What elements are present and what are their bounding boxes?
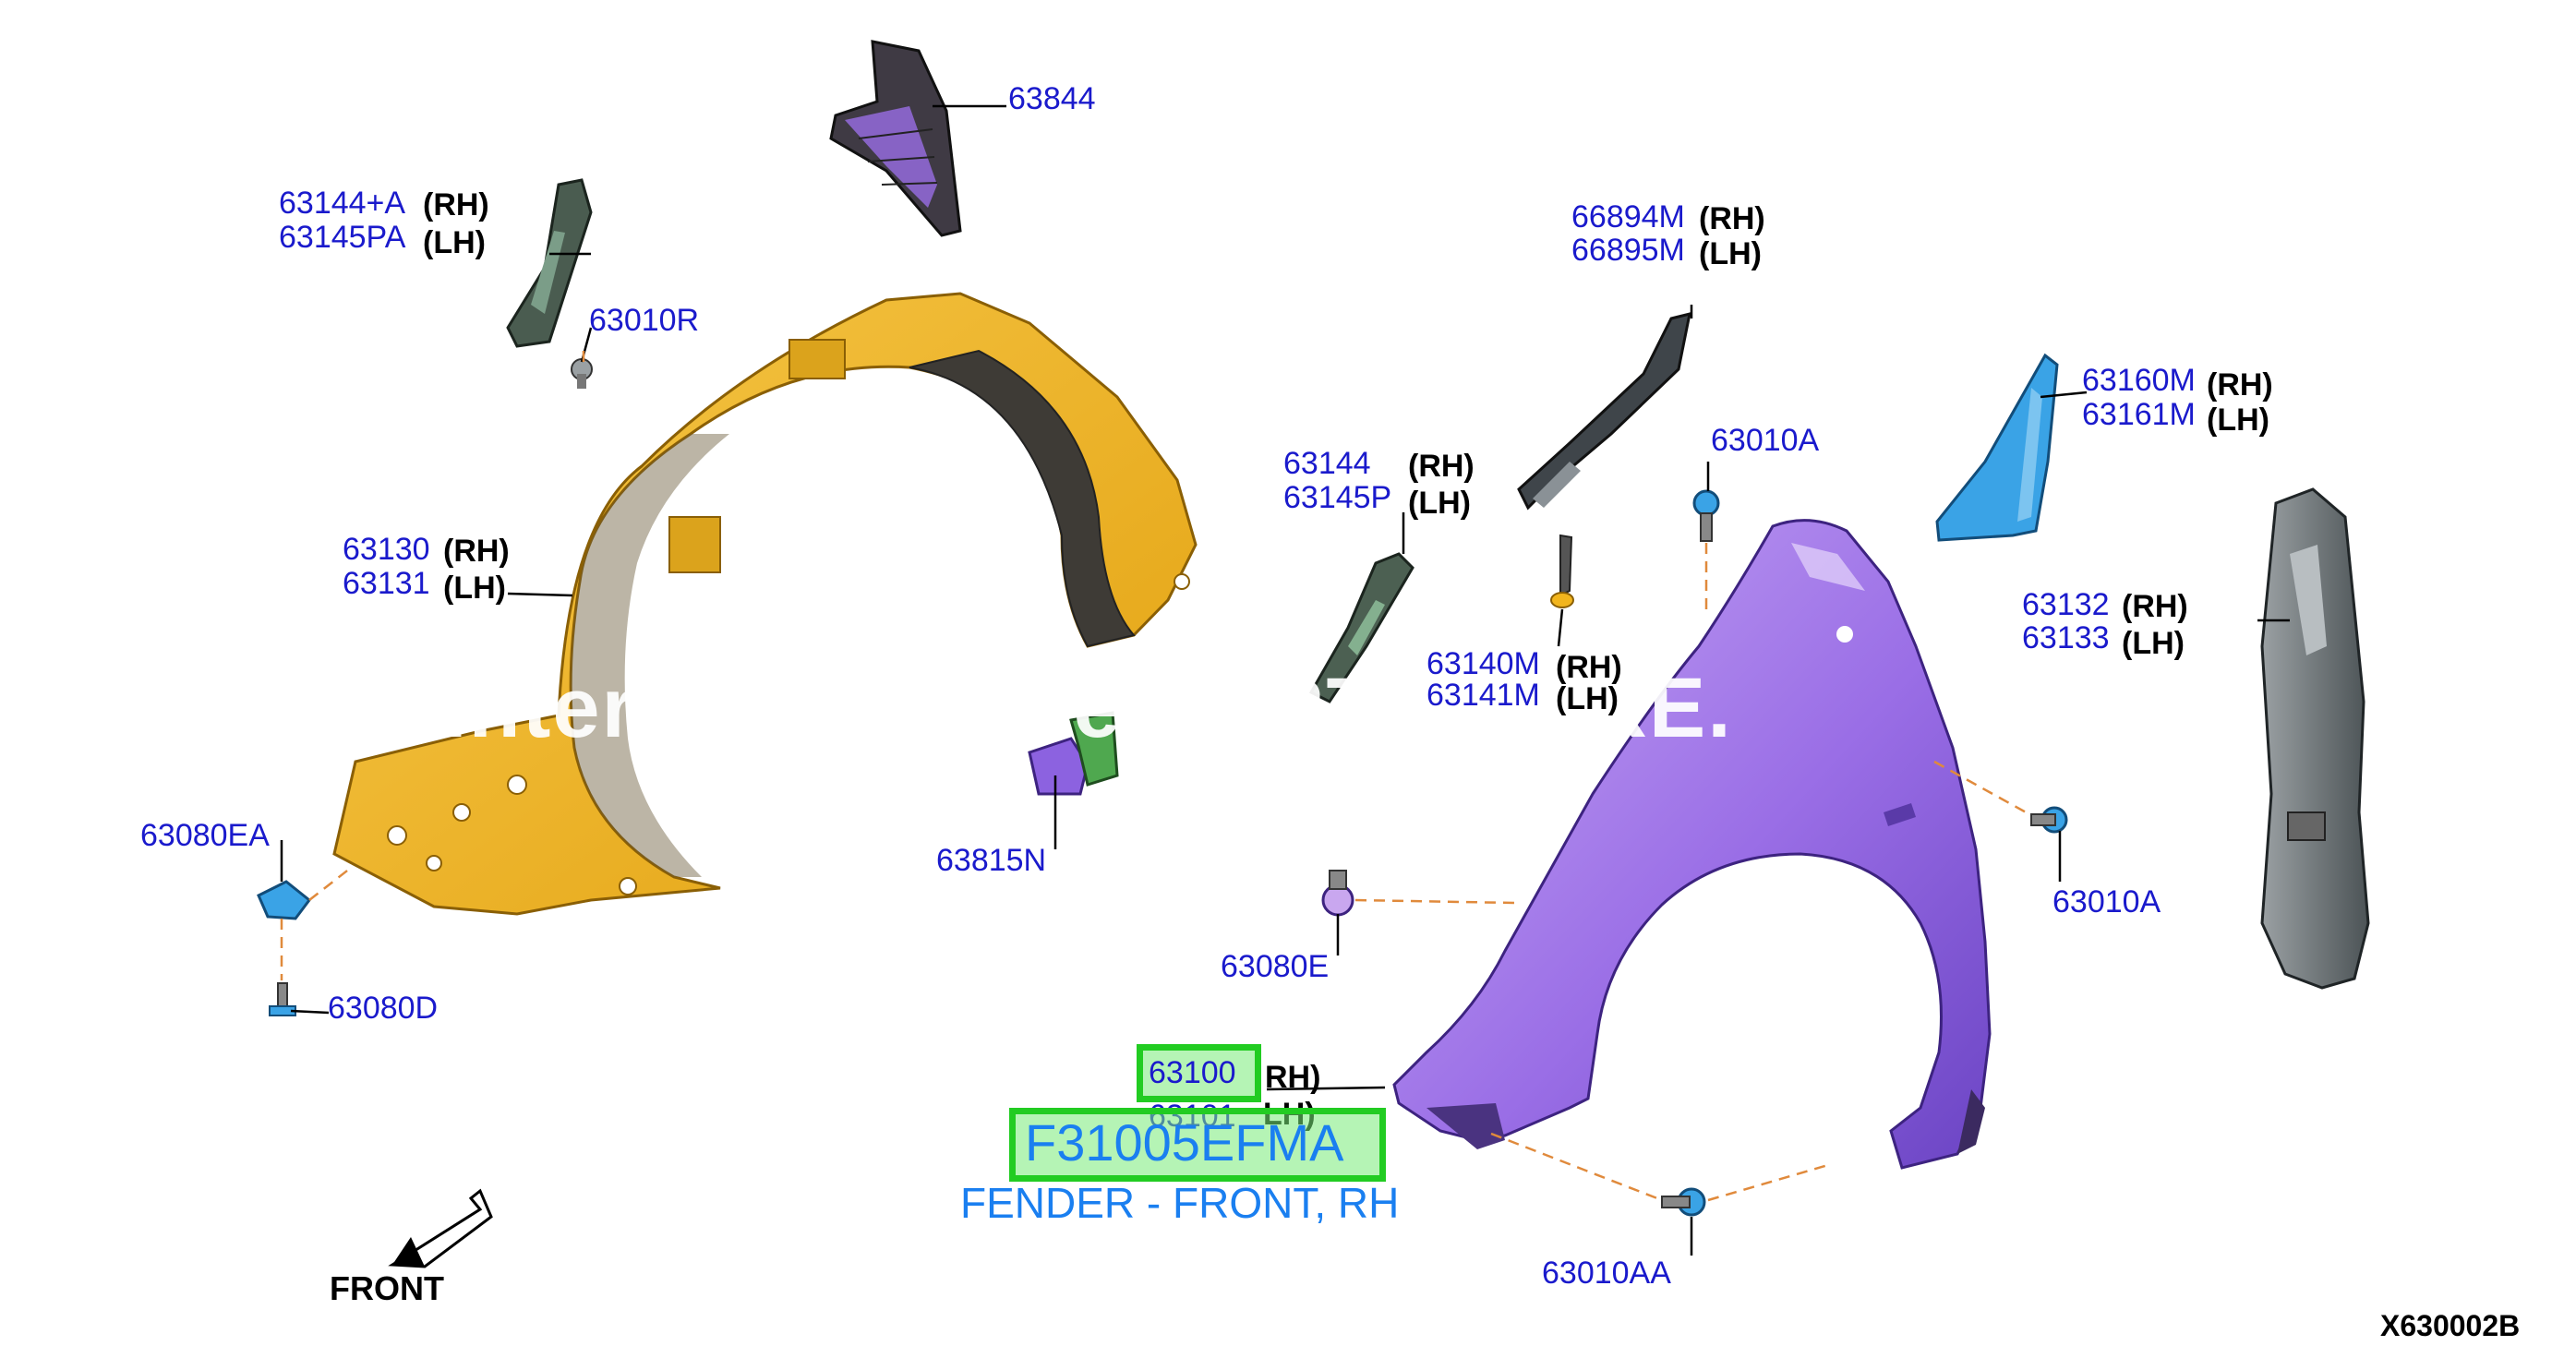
bolt-63010a-top-part xyxy=(1692,489,1720,542)
clip-63080e-part xyxy=(1321,870,1354,917)
callout-63010aa[interactable]: 63010AA xyxy=(1542,1256,1671,1291)
side-protector-part xyxy=(2260,487,2370,990)
callout-63080e[interactable]: 63080E xyxy=(1221,949,1330,984)
callout-63160m[interactable]: 63160M xyxy=(2082,363,2196,398)
catalog-code[interactable]: F31005EFMA xyxy=(1025,1113,1344,1172)
callout-63161m[interactable]: 63161M xyxy=(2082,397,2196,432)
bolt-63010r-part xyxy=(571,358,593,389)
dashed-guides xyxy=(280,351,2030,1202)
callout-63144a[interactable]: 63144+A xyxy=(279,186,406,221)
bolt-63010a-right-part xyxy=(2030,806,2068,834)
upper-seal-bracket-part xyxy=(829,40,962,237)
side-rh: (RH) xyxy=(2122,589,2188,624)
side-lh: (LH) xyxy=(2207,403,2269,438)
cover-63160m-part xyxy=(1935,353,2059,542)
side-lh: (LH) xyxy=(1556,681,1619,716)
front-arrow-icon xyxy=(388,1188,493,1268)
side-rh: (RH) xyxy=(1556,650,1622,685)
selected-part-number[interactable]: 63100 xyxy=(1149,1055,1236,1090)
selected-part-highlight[interactable] xyxy=(1137,1044,1261,1102)
side-rh: (RH) xyxy=(2207,367,2273,403)
side-lh: (LH) xyxy=(1408,486,1471,521)
middle-bracket-part xyxy=(1308,552,1414,703)
callout-63141m[interactable]: 63141M xyxy=(1426,678,1540,713)
callout-63844[interactable]: 63844 xyxy=(1008,81,1096,116)
callout-63080d[interactable]: 63080D xyxy=(328,991,439,1026)
callout-63144[interactable]: 63144 xyxy=(1283,446,1371,481)
side-rh-selected: RH) xyxy=(1265,1060,1321,1095)
callout-66894m[interactable]: 66894M xyxy=(1571,199,1685,234)
moulding-strip-part xyxy=(1517,311,1691,511)
callout-63133[interactable]: 63133 xyxy=(2022,620,2110,655)
callout-63815n[interactable]: 63815N xyxy=(936,843,1047,878)
side-rh: (RH) xyxy=(443,534,510,569)
clip-63080ea-part xyxy=(257,880,312,920)
small-bracket-63140m-part xyxy=(1550,534,1574,608)
fender-liner-part xyxy=(332,292,1198,916)
leader-lines xyxy=(280,104,2290,1256)
side-lh: (LH) xyxy=(2122,626,2185,661)
callout-63140m[interactable]: 63140M xyxy=(1426,646,1540,681)
callout-63010a-right[interactable]: 63010A xyxy=(2052,884,2161,919)
front-fender-part[interactable] xyxy=(1392,519,1992,1170)
callout-63010r[interactable]: 63010R xyxy=(589,303,700,338)
front-direction-label: FRONT xyxy=(330,1269,444,1307)
callout-63132[interactable]: 63132 xyxy=(2022,587,2110,622)
side-rh: (RH) xyxy=(1699,201,1765,236)
callout-63010a-top[interactable]: 63010A xyxy=(1711,423,1820,458)
part-description: FENDER - FRONT, RH xyxy=(960,1179,1400,1227)
side-lh: (LH) xyxy=(423,225,486,260)
left-bracket-part xyxy=(506,178,593,348)
side-lh: (LH) xyxy=(1699,236,1762,271)
side-rh: (RH) xyxy=(423,187,489,222)
side-rh: (RH) xyxy=(1408,449,1475,484)
catalog-code-highlight[interactable] xyxy=(1009,1108,1386,1182)
callout-63131[interactable]: 63131 xyxy=(343,566,430,601)
callout-63130[interactable]: 63130 xyxy=(343,532,430,567)
callout-63145p[interactable]: 63145P xyxy=(1283,480,1392,515)
bolt-63010aa-part xyxy=(1661,1187,1706,1217)
watermark: Interchangeable PARTS HERE. xyxy=(443,661,1733,755)
callout-63080ea[interactable]: 63080EA xyxy=(140,818,270,853)
callout-66895m[interactable]: 66895M xyxy=(1571,233,1685,268)
block-63815n-part xyxy=(1028,711,1119,796)
diagram-code: X630002B xyxy=(2380,1309,2521,1342)
callout-63145pa[interactable]: 63145PA xyxy=(279,220,406,255)
side-lh: (LH) xyxy=(443,571,506,606)
